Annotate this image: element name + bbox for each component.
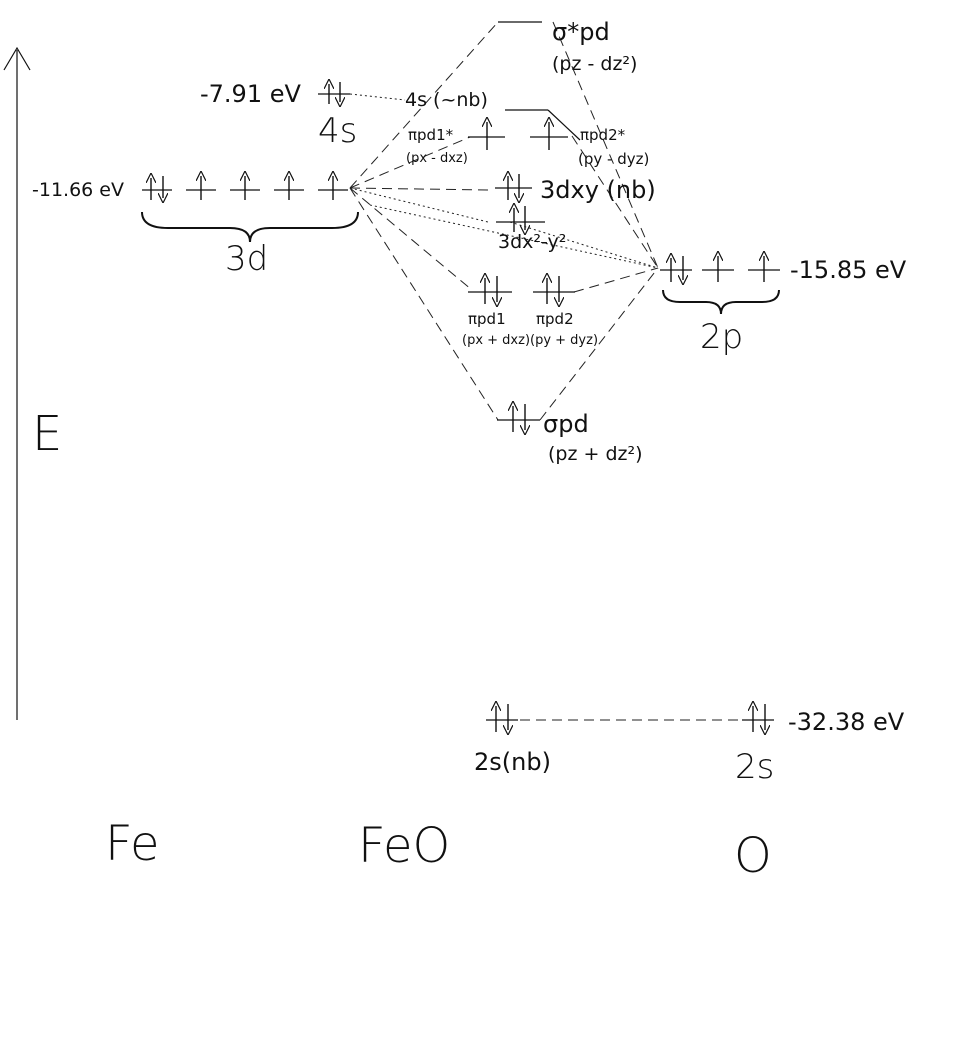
dx2y2-label: 3dx²-y² [498,231,566,253]
pi1-star-level [468,122,505,150]
energy-axis-label: E [32,406,62,462]
sigma-label: σpd [543,410,589,438]
mo-4s-nb-label: 4s (~nb) [405,89,488,111]
o-2p-brace [662,289,780,315]
fe-4s-label: 4s [318,111,357,151]
dxy-label: 3dxy (nb) [540,176,656,204]
sigma-level [497,404,540,432]
correlation-lines [349,21,745,721]
pi1-star-sub: (px - dxz) [406,151,468,166]
atom-feo-label: FeO [358,818,450,874]
fe-3d-energy: -11.66 eV [32,179,124,201]
pi2-star-level [530,122,568,150]
atom-o-label: O [734,828,772,884]
fe-3d-brace [141,211,359,243]
o-2p-energy: -15.85 eV [790,256,907,284]
pi1-label: πpd1 [468,310,506,328]
o-2s-energy: -32.38 eV [788,708,905,736]
energy-axis [3,46,31,720]
atom-fe-label: Fe [105,816,160,872]
pi1-sub: (px + dxz) [462,333,530,348]
mo-2s-nb-label: 2s(nb) [474,748,551,776]
o-2s-label: 2s [735,747,774,787]
pi2-star-label: πpd2* [580,126,626,144]
o-2s-level [742,704,774,732]
sigma-star-sub: (pz - dz²) [552,53,637,75]
o-2p-label: 2p [700,317,743,357]
dx2y2-level [496,206,545,232]
mo-4s-nb-connector [547,109,581,141]
dxy-level [495,174,532,200]
fe-3d-label: 3d [225,239,268,279]
o-2p-levels [660,256,780,282]
pi1-star-label: πpd1* [408,126,454,144]
pi2-level [533,276,575,304]
pi2-star-sub: (py - dyz) [578,150,649,168]
fe-4s-level [318,82,350,104]
pi2-label: πpd2 [536,310,574,328]
sigma-sub: (pz + dz²) [548,443,643,465]
mo-2s-nb-level [486,704,518,732]
pi2-sub: (py + dyz) [530,333,598,348]
fe-4s-energy: -7.91 eV [200,80,301,108]
pi1-level [468,276,512,304]
sigma-star-label: σ*pd [552,18,610,46]
fe-3d-levels [142,176,348,200]
